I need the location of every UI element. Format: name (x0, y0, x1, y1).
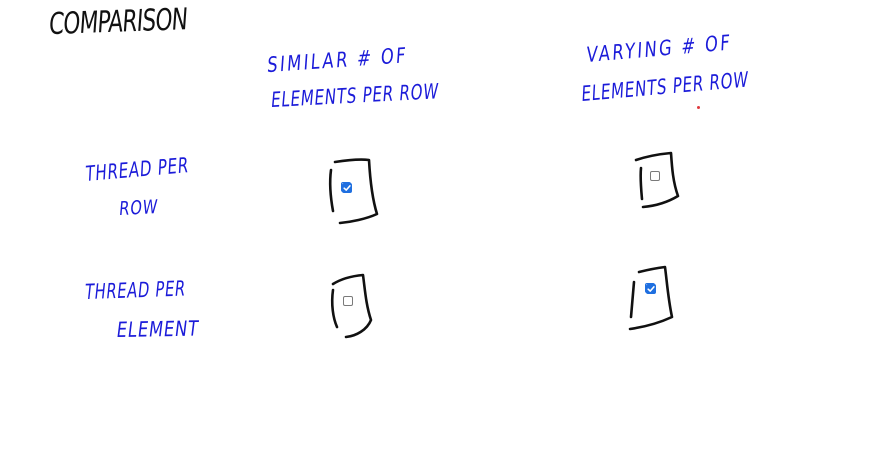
checkbox-thread-per-row-similar[interactable] (341, 182, 352, 193)
stray-ink-dot (697, 106, 700, 109)
cell-box-row1-col2 (634, 151, 680, 209)
cell-box-row2-col2 (628, 265, 674, 331)
checkbox-thread-per-element-varying[interactable] (645, 283, 656, 294)
checkbox-thread-per-row-varying[interactable] (650, 171, 660, 181)
cell-box-row2-col1 (330, 273, 373, 339)
checkbox-thread-per-element-similar[interactable] (343, 296, 353, 306)
cell-box-row1-col1 (328, 158, 379, 225)
